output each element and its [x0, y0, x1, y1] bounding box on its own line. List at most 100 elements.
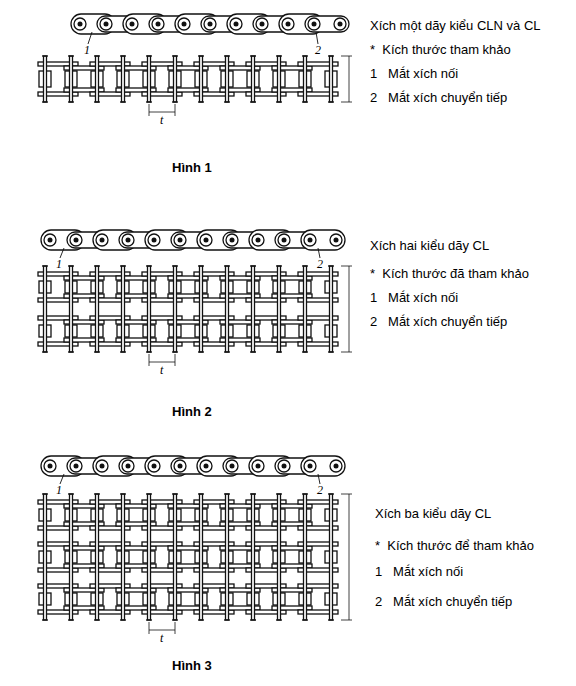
- pin: [308, 464, 313, 469]
- figure-caption: Hình 3: [172, 658, 212, 674]
- pin-head: [120, 55, 126, 56]
- pin: [256, 238, 261, 243]
- reference-note: * Kích thước để tham khảo: [375, 538, 534, 554]
- pin-head: [94, 493, 100, 494]
- extension-line: [175, 622, 176, 634]
- leader-line: [318, 474, 320, 484]
- pin: [304, 494, 307, 620]
- part-note: 1 Mắt xích nối: [370, 66, 458, 82]
- roller: [252, 234, 264, 246]
- pin-head: [250, 101, 256, 102]
- dimension-line: [349, 494, 350, 620]
- pin: [226, 494, 229, 620]
- pin-head: [120, 265, 126, 266]
- pin-head: [198, 265, 204, 266]
- reference-note: * Kích thước đã tham khảo: [370, 266, 529, 282]
- pin-head: [94, 55, 100, 56]
- pin: [200, 266, 203, 352]
- inner-plate: [275, 458, 319, 474]
- inner-plate: [275, 232, 319, 248]
- extension-line: [341, 352, 352, 353]
- pin: [152, 238, 157, 243]
- inner-plate: [223, 232, 267, 248]
- pin-head: [42, 351, 48, 352]
- extension-line: [341, 494, 352, 495]
- roller: [308, 18, 320, 30]
- pin-head: [328, 351, 334, 352]
- chain-title: Xích ba kiểu dãy CL: [375, 506, 491, 522]
- pin: [252, 494, 255, 620]
- pin-head: [94, 619, 100, 620]
- pin: [104, 22, 109, 27]
- pin-head: [302, 55, 308, 56]
- pin-head: [172, 265, 178, 266]
- pin: [204, 464, 209, 469]
- outer-plate: [301, 456, 345, 476]
- roller: [278, 460, 290, 472]
- pin: [100, 464, 105, 469]
- roller: [44, 460, 56, 472]
- roller: [96, 460, 108, 472]
- pin: [122, 266, 125, 352]
- roller: [44, 234, 56, 246]
- pin: [278, 56, 281, 102]
- pin: [100, 238, 105, 243]
- pin: [200, 56, 203, 102]
- pin-head: [250, 55, 256, 56]
- pin-head: [224, 55, 230, 56]
- chain-title: Xích một dãy kiểu CLN và CL: [370, 18, 541, 34]
- pin: [48, 238, 53, 243]
- pin: [234, 22, 239, 27]
- leader-line: [88, 32, 92, 44]
- figure-caption: Hình 2: [172, 404, 212, 420]
- roller: [200, 234, 212, 246]
- pin: [74, 464, 79, 469]
- pin-head: [94, 351, 100, 352]
- pin: [70, 266, 73, 352]
- pin: [148, 494, 151, 620]
- roller: [252, 460, 264, 472]
- pin-head: [328, 55, 334, 56]
- pin-head: [120, 351, 126, 352]
- pin: [200, 494, 203, 620]
- pin-head: [302, 265, 308, 266]
- pin-head: [250, 619, 256, 620]
- pin: [44, 494, 47, 620]
- pin: [230, 238, 235, 243]
- pin: [286, 22, 291, 27]
- inner-plate: [149, 16, 193, 32]
- part-note: 2 Mắt xích chuyển tiếp: [370, 90, 507, 106]
- pin-head: [42, 55, 48, 56]
- pin: [78, 22, 83, 27]
- pin: [96, 56, 99, 102]
- roller: [178, 18, 190, 30]
- callout-number: 1: [55, 484, 63, 497]
- pin: [330, 494, 333, 620]
- dimension-label: t: [159, 364, 164, 377]
- pin-head: [120, 493, 126, 494]
- pin-head: [302, 351, 308, 352]
- pin-head: [276, 265, 282, 266]
- callout-number: 1: [55, 258, 63, 271]
- pin-head: [68, 55, 74, 56]
- inner-plate: [67, 232, 111, 248]
- pin-head: [198, 619, 204, 620]
- callout-number: 2: [316, 484, 324, 497]
- inner-plate: [67, 458, 111, 474]
- pin: [122, 56, 125, 102]
- extension-line: [341, 620, 352, 621]
- part-note: 2 Mắt xích chuyển tiếp: [375, 594, 512, 610]
- pin-head: [146, 493, 152, 494]
- part-note: 1 Mắt xích nối: [370, 290, 458, 306]
- pin-head: [328, 619, 334, 620]
- pin-head: [198, 55, 204, 56]
- extension-line: [149, 104, 150, 116]
- roller: [148, 234, 160, 246]
- roller: [100, 18, 112, 30]
- dimension-label: t: [159, 114, 164, 127]
- pin-head: [302, 493, 308, 494]
- pin: [122, 494, 125, 620]
- pin: [74, 238, 79, 243]
- pin: [96, 266, 99, 352]
- pin: [126, 238, 131, 243]
